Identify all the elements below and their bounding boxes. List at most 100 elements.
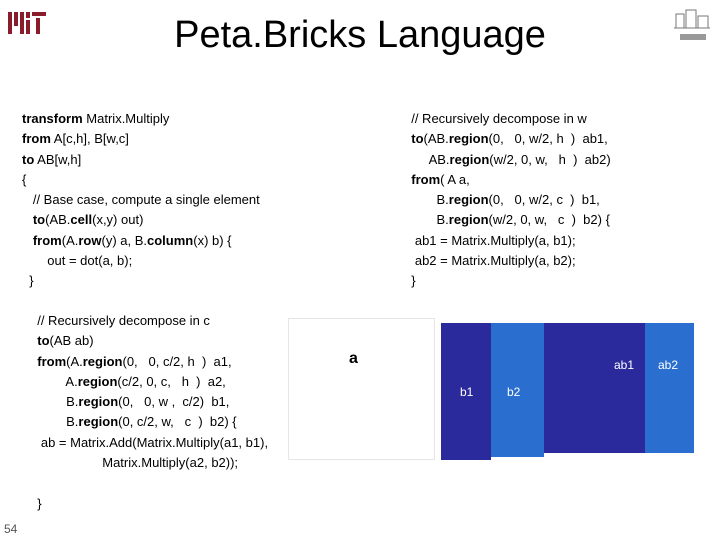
code-text: ab2 = Matrix.Multiply(a, b2);	[404, 253, 576, 269]
code-line: to(AB.region(0, 0, w/2, h ) ab1,	[404, 129, 611, 149]
code-text: ( A a,	[440, 171, 470, 187]
code-text: (0, 0, c/2, h ) a1,	[122, 353, 232, 369]
code-block-decompose-c: // Recursively decompose in c to(AB ab) …	[30, 311, 268, 514]
code-text: (AB.	[423, 131, 449, 147]
mit-logo	[8, 12, 48, 34]
code-line: ab1 = Matrix.Multiply(a, b1);	[404, 231, 611, 251]
code-text: B.	[30, 414, 79, 430]
code-keyword: region	[78, 394, 119, 410]
code-text	[22, 212, 33, 227]
code-text: ab = Matrix.Add(Matrix.Multiply(a1, b1),	[30, 434, 269, 450]
code-text: (AB.	[45, 212, 71, 228]
matrix-label-a: a	[349, 350, 358, 367]
code-keyword: region	[448, 192, 489, 208]
code-text: B.	[30, 394, 79, 410]
code-text: ab1 = Matrix.Multiply(a, b1);	[404, 232, 576, 248]
code-line: transform Matrix.Multiply	[22, 109, 260, 129]
matrix-label-ab2: ab2	[658, 358, 679, 372]
code-text: }	[404, 273, 416, 289]
code-text: (A.	[66, 353, 83, 369]
csail-logo	[672, 8, 712, 44]
slide-title: Peta.Bricks Language	[174, 14, 546, 56]
code-text: Matrix.Multiply	[82, 111, 170, 126]
code-text	[22, 233, 33, 248]
code-line	[30, 473, 268, 493]
code-keyword: column	[147, 232, 194, 248]
code-text: (0, 0, w/2, c ) b1,	[488, 192, 600, 208]
code-line: from( A a,	[404, 170, 611, 190]
code-text: B.	[404, 212, 449, 228]
code-text: }	[30, 495, 42, 511]
code-text: (y) a, B.	[101, 232, 147, 248]
code-text: {	[22, 171, 27, 187]
matrix-label-b1: b1	[460, 385, 474, 399]
code-keyword: cell	[70, 212, 93, 228]
code-text: (x,y) out)	[92, 212, 144, 228]
code-line: B.region(w/2, 0, w, c ) b2) {	[404, 210, 611, 230]
matrix-label-b2: b2	[507, 385, 521, 399]
code-text: B.	[404, 192, 449, 208]
code-keyword: to	[32, 212, 46, 228]
matrix-region-b1: b1	[441, 323, 491, 460]
code-line: A.region(c/2, 0, c, h ) a2,	[30, 372, 268, 392]
code-line: }	[22, 271, 260, 291]
code-text: }	[22, 273, 34, 289]
code-text: A.	[30, 373, 78, 389]
code-line: from A[c,h], B[w,c]	[22, 129, 260, 149]
code-line: }	[404, 271, 611, 291]
code-text: (0, 0, w/2, h ) ab1,	[488, 131, 608, 147]
code-text: out = dot(a, b);	[22, 253, 133, 269]
code-text: (x) b) {	[193, 232, 232, 248]
code-keyword: to	[411, 131, 424, 147]
code-text: (w/2, 0, w, h ) ab2)	[489, 151, 611, 167]
code-keyword: region	[448, 131, 489, 147]
matrix-label-ab1: ab1	[614, 358, 635, 372]
code-keyword: from	[411, 171, 441, 187]
code-keyword: region	[82, 353, 123, 369]
code-line: AB.region(w/2, 0, w, h ) ab2)	[404, 150, 611, 170]
code-text: // Recursively decompose in c	[30, 313, 210, 328]
matrix-region-a	[288, 318, 435, 460]
code-keyword: row	[78, 232, 102, 248]
code-keyword: from	[37, 353, 67, 369]
code-keyword: to	[37, 333, 50, 349]
code-line: ab2 = Matrix.Multiply(a, b2);	[404, 251, 611, 271]
code-line: to(AB ab)	[30, 331, 268, 351]
code-text: (w/2, 0, w, c ) b2) {	[488, 212, 610, 228]
code-text: (c/2, 0, c, h ) a2,	[117, 373, 226, 389]
code-keyword: to	[22, 151, 35, 167]
matrix-region-ab1: ab1	[544, 323, 645, 453]
code-line: Matrix.Multiply(a2, b2));	[30, 453, 268, 473]
page-number: 54	[4, 522, 18, 536]
code-keyword: region	[448, 212, 489, 228]
code-keyword: from	[22, 131, 51, 147]
code-text: // Recursively decompose in w	[404, 111, 587, 126]
code-text: (AB ab)	[49, 333, 94, 349]
matrix-region-ab2: ab2	[645, 323, 694, 453]
code-line: from(A.row(y) a, B.column(x) b) {	[22, 231, 260, 251]
code-line: // Recursively decompose in c	[30, 311, 268, 331]
code-line: ab = Matrix.Add(Matrix.Multiply(a1, b1),	[30, 433, 268, 453]
code-keyword: transform	[22, 111, 83, 126]
code-text: // Base case, compute a single element	[22, 192, 260, 208]
code-text: (A.	[61, 232, 79, 248]
code-line: B.region(0, 0, w/2, c ) b1,	[404, 190, 611, 210]
code-keyword: region	[77, 373, 118, 389]
code-block-decompose-w: // Recursively decompose in w to(AB.regi…	[404, 109, 611, 292]
code-line: to(AB.cell(x,y) out)	[22, 210, 260, 230]
code-text: (0, 0, w , c/2) b1,	[118, 394, 230, 410]
code-line: {	[22, 170, 260, 190]
code-line: B.region(0, 0, w , c/2) b1,	[30, 392, 268, 412]
code-line: to AB[w,h]	[22, 150, 260, 170]
code-line: // Base case, compute a single element	[22, 190, 260, 210]
code-line: out = dot(a, b);	[22, 251, 260, 271]
code-text: Matrix.Multiply(a2, b2));	[30, 455, 239, 471]
code-keyword: region	[449, 151, 490, 167]
code-line: // Recursively decompose in w	[404, 109, 611, 129]
matrix-region-b2: b2	[491, 323, 544, 457]
code-line: B.region(0, c/2, w, c ) b2) {	[30, 412, 268, 432]
code-keyword: region	[78, 414, 119, 430]
code-line: }	[30, 494, 268, 514]
code-text: A[c,h], B[w,c]	[50, 131, 129, 147]
